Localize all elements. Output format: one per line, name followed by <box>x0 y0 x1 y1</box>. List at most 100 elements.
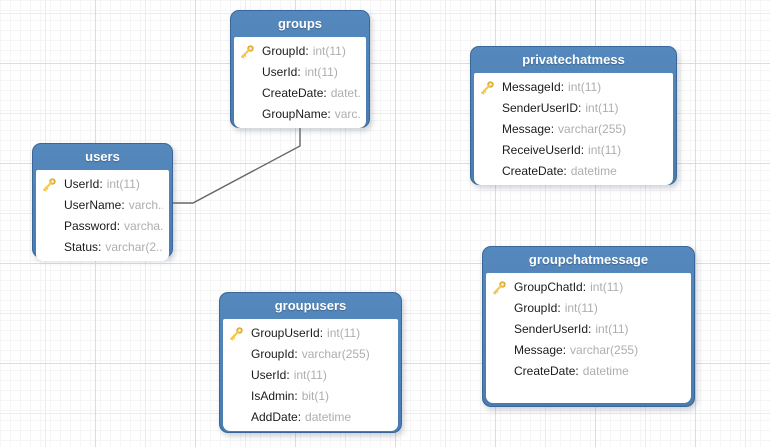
field-type: bit(1) <box>301 389 330 403</box>
key-spacer <box>480 119 502 140</box>
field-name: UserName <box>64 198 122 212</box>
field-type: varcha... <box>124 219 163 233</box>
table-privatechatmess-body: MessageId:int(11) SenderUserID:int(11) M… <box>474 73 673 185</box>
table-row: SenderUserId:int(11) <box>492 319 685 340</box>
field-type: int(11) <box>312 44 346 58</box>
table-groups-body: GroupId:int(11) UserId:int(11) CreateDat… <box>234 37 366 128</box>
primary-key-icon <box>229 323 251 344</box>
field-separator: : <box>575 364 579 378</box>
key-spacer <box>492 361 514 382</box>
table-row: Password:varcha... <box>42 216 163 237</box>
field-type: int(11) <box>564 301 598 315</box>
table-row: IsAdmin:bit(1) <box>229 386 392 407</box>
field-type: int(11) <box>588 143 622 157</box>
table-groupchatmessage-header[interactable]: groupchatmessage <box>528 252 649 267</box>
key-spacer <box>480 98 502 119</box>
field-name: Password <box>64 219 117 233</box>
field-type: int(11) <box>327 326 361 340</box>
field-type: datet... <box>330 86 360 100</box>
field-name: UserId <box>251 368 287 382</box>
field-separator: : <box>560 80 565 94</box>
field-separator: : <box>323 86 327 100</box>
table-groupusers-header[interactable]: groupusers <box>274 298 347 313</box>
field-separator: : <box>297 410 302 424</box>
field-separator: : <box>294 389 298 403</box>
table-row: SenderUserID:int(11) <box>480 98 667 119</box>
table-groupchatmessage[interactable]: groupchatmessage GroupChatId:int(11) Gro… <box>482 246 695 407</box>
field-name: UserId <box>262 65 298 79</box>
field-name: Status <box>64 240 99 254</box>
table-users-header[interactable]: users <box>85 149 120 164</box>
table-users[interactable]: users UserId:int(11) UserName:varch... P… <box>32 143 173 261</box>
field-name: GroupId <box>262 44 306 58</box>
key-spacer <box>492 340 514 361</box>
key-spacer <box>492 319 514 340</box>
table-row: CreateDate:datetime <box>480 161 667 182</box>
key-spacer <box>480 161 502 182</box>
key-spacer <box>240 83 262 104</box>
field-type: varchar(255) <box>301 347 370 361</box>
field-type: datetime <box>305 410 352 424</box>
field-name: UserId <box>64 177 100 191</box>
table-row: CreateDate:datetime <box>492 361 685 382</box>
key-spacer <box>480 140 502 161</box>
table-row: UserId:int(11) <box>240 62 360 83</box>
key-spacer <box>42 237 64 258</box>
field-name: CreateDate <box>514 364 576 378</box>
table-row: GroupId:int(11) <box>240 41 360 62</box>
field-type: datetime <box>582 364 629 378</box>
table-groups[interactable]: groups GroupId:int(11) UserId:int(11) Cr… <box>230 10 370 128</box>
field-type: varc... <box>334 107 360 121</box>
field-separator: : <box>588 322 592 336</box>
field-separator: : <box>319 326 324 340</box>
table-row: GroupId:varchar(255) <box>229 344 392 365</box>
field-type: datetime <box>570 164 617 178</box>
field-name: GroupChatId <box>514 280 583 294</box>
field-separator: : <box>98 240 102 254</box>
field-type: varch... <box>128 198 163 212</box>
table-groups-header[interactable]: groups <box>277 16 323 31</box>
field-separator: : <box>327 107 331 121</box>
table-row: GroupUserId:int(11) <box>229 323 392 344</box>
table-row: UserId:int(11) <box>229 365 392 386</box>
field-type: int(11) <box>568 80 602 94</box>
field-separator: : <box>286 368 290 382</box>
field-name: CreateDate <box>262 86 324 100</box>
field-type: int(11) <box>595 322 629 336</box>
field-type: int(11) <box>304 65 338 79</box>
field-name: Message <box>502 122 551 136</box>
table-groupusers[interactable]: groupusers GroupUserId:int(11) GroupId:v… <box>219 292 402 433</box>
table-row: AddDate:datetime <box>229 407 392 428</box>
table-row: MessageId:int(11) <box>480 77 667 98</box>
primary-key-icon <box>42 174 64 195</box>
field-name: Message <box>514 343 563 357</box>
field-separator: : <box>562 343 567 357</box>
field-separator: : <box>550 122 555 136</box>
primary-key-icon <box>492 277 514 298</box>
key-spacer <box>492 298 514 319</box>
field-separator: : <box>305 44 309 58</box>
table-row: GroupId:int(11) <box>492 298 685 319</box>
field-separator: : <box>580 143 585 157</box>
field-type: varchar(255) <box>558 122 627 136</box>
field-type: int(11) <box>293 368 327 382</box>
key-spacer <box>229 365 251 386</box>
field-name: ReceiveUserId <box>502 143 581 157</box>
field-type: varchar(2... <box>105 240 163 254</box>
table-row: GroupName:varc... <box>240 104 360 125</box>
table-row: CreateDate:datet... <box>240 83 360 104</box>
table-groupusers-body: GroupUserId:int(11) GroupId:varchar(255)… <box>223 319 398 431</box>
field-separator: : <box>121 198 125 212</box>
table-privatechatmess-header[interactable]: privatechatmess <box>522 52 625 67</box>
table-row: Message:varchar(255) <box>480 119 667 140</box>
table-row: UserId:int(11) <box>42 174 163 195</box>
field-separator: : <box>582 280 587 294</box>
key-spacer <box>240 62 262 83</box>
table-row: Status:varchar(2... <box>42 237 163 258</box>
field-name: GroupUserId <box>251 326 320 340</box>
table-privatechatmess[interactable]: privatechatmess MessageId:int(11) Sender… <box>470 46 677 185</box>
field-type: int(11) <box>590 280 624 294</box>
relationship-connector-groups-users[interactable] <box>173 128 301 204</box>
field-separator: : <box>578 101 582 115</box>
